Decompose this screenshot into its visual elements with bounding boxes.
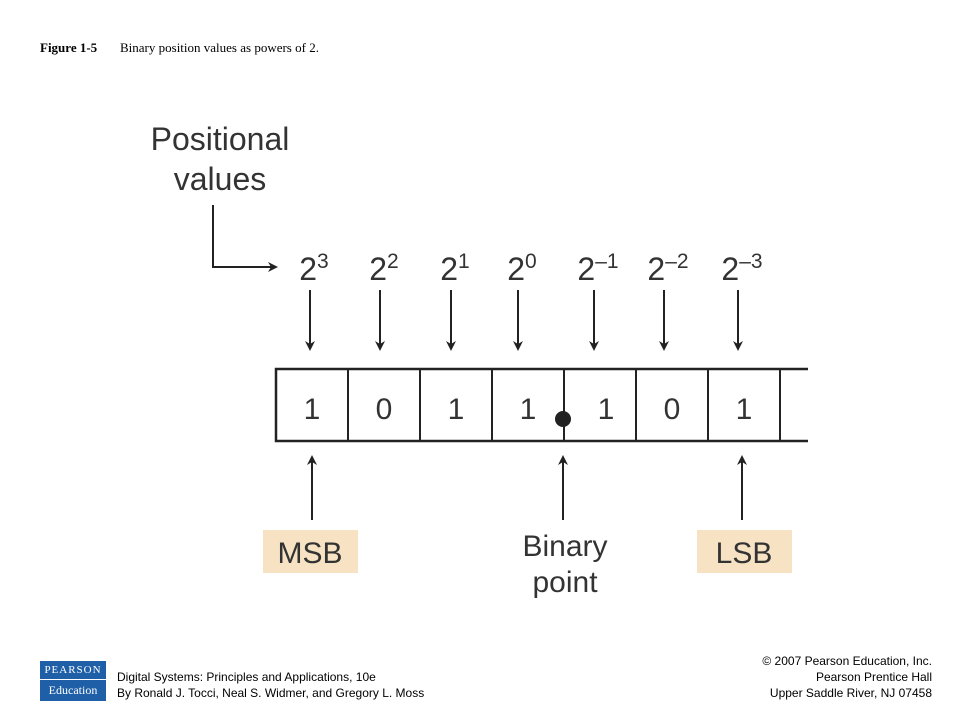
figure-caption: Figure 1-5 Binary position values as powe…	[40, 40, 319, 56]
binary-point-label-line2: point	[532, 566, 598, 599]
figure-text: Binary position values as powers of 2.	[120, 40, 319, 55]
positional-arrow	[212, 205, 278, 272]
bit-value: 0	[664, 393, 681, 426]
positional-label-line1: Positional	[151, 121, 290, 157]
msb-label: MSB	[277, 537, 342, 570]
power-of-two: 21	[440, 250, 469, 287]
pearson-logo: PEARSON Education	[40, 661, 106, 701]
bit-value: 1	[304, 393, 321, 426]
register-outline	[274, 367, 808, 443]
power-of-two: 2–1	[577, 250, 618, 287]
binary-point-dot	[555, 411, 571, 427]
bit-value: 1	[520, 393, 537, 426]
bit-value: 1	[736, 393, 753, 426]
footer-publisher-info: © 2007 Pearson Education, Inc. Pearson P…	[762, 653, 932, 701]
positional-label-line2: values	[174, 161, 267, 197]
bit-value: 1	[598, 393, 615, 426]
logo-bottom-text: Education	[48, 683, 98, 697]
book-authors: By Ronald J. Tocci, Neal S. Widmer, and …	[117, 686, 425, 700]
power-of-two: 2–2	[647, 250, 688, 287]
bit-value: 1	[448, 393, 465, 426]
msb-box	[263, 530, 358, 573]
logo-top-text: PEARSON	[40, 661, 106, 680]
location-text: Upper Saddle River, NJ 07458	[769, 686, 932, 700]
powers-row: 23 22 21 20 2–1 2–2 2–3	[299, 250, 762, 287]
figure-label: Figure 1-5	[40, 40, 98, 55]
down-arrows	[305, 290, 743, 351]
power-of-two: 20	[507, 250, 536, 287]
lsb-box	[697, 530, 792, 573]
publisher-text: Pearson Prentice Hall	[815, 670, 932, 684]
bit-value: 0	[376, 393, 393, 426]
binary-point-label-line1: Binary	[522, 530, 607, 563]
power-of-two: 2–3	[721, 250, 762, 287]
power-of-two: 23	[299, 250, 328, 287]
copyright-text: © 2007 Pearson Education, Inc.	[762, 654, 932, 668]
bit-register: 1 0 1 1 1 0 1	[274, 367, 808, 443]
book-title: Digital Systems: Principles and Applicat…	[117, 670, 376, 684]
lsb-label: LSB	[716, 537, 773, 570]
power-of-two: 22	[369, 250, 398, 287]
footer-book-info: Digital Systems: Principles and Applicat…	[117, 669, 424, 701]
